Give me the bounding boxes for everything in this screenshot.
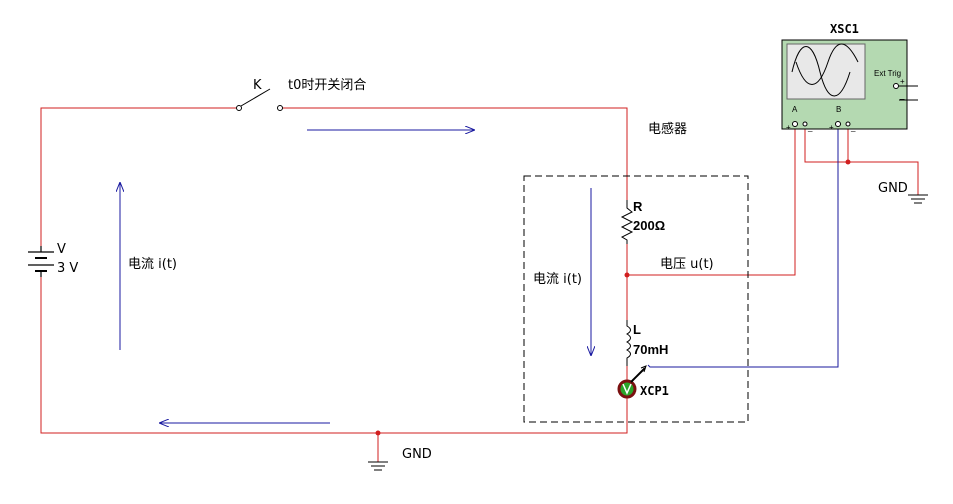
source-value: 3 V [57, 261, 78, 276]
ext-trig-label: Ext Trig [874, 69, 901, 78]
channel-a-terminals[interactable] [792, 121, 808, 127]
svg-text:_: _ [899, 91, 905, 100]
switch-name: K [253, 78, 262, 93]
inductor-box [523, 175, 749, 423]
junction-dot [624, 272, 630, 278]
channel-b-terminals[interactable] [835, 121, 851, 127]
current-probe[interactable] [617, 365, 647, 399]
probe-wire [647, 125, 839, 368]
inductor-value: 70mH [633, 342, 668, 357]
inductor-symbol[interactable] [625, 320, 631, 366]
current-label-box: 电流 i(t) [533, 272, 582, 287]
switch-k[interactable] [236, 88, 283, 111]
current-label-left: 电流 i(t) [128, 257, 177, 272]
channel-b-label: B [836, 105, 841, 114]
resistor-name: R [633, 199, 643, 214]
junction-dot [375, 430, 381, 436]
svg-text:_: _ [850, 123, 856, 132]
svg-text:+: + [900, 77, 905, 86]
current-arrows [120, 130, 591, 423]
switch-caption: t0时开关闭合 [288, 78, 366, 93]
scope-name: XSC1 [830, 22, 859, 36]
junction-dot [845, 159, 851, 165]
channel-a-label: A [792, 105, 798, 114]
ground-symbol-bottom [368, 461, 388, 471]
gnd-label-bottom: GND [402, 447, 432, 462]
svg-text:+: + [829, 123, 834, 132]
main-wires [40, 107, 919, 462]
inductor-box-label: 电感器 [648, 121, 687, 137]
ground-symbol-scope [908, 194, 928, 204]
source-name: V [57, 242, 66, 257]
battery-symbol[interactable] [28, 246, 54, 277]
ext-trig-terminal[interactable]: + _ [893, 77, 919, 101]
oscilloscope[interactable] [781, 39, 908, 130]
svg-text:+: + [786, 123, 791, 132]
svg-text:_: _ [807, 123, 813, 132]
gnd-label-scope: GND [878, 181, 908, 196]
inductor-name: L [633, 322, 641, 337]
voltage-label: 电压 u(t) [660, 257, 714, 272]
resistor-symbol[interactable] [620, 200, 634, 244]
probe-name: XCP1 [640, 384, 669, 398]
resistor-value: 200Ω [633, 218, 665, 233]
